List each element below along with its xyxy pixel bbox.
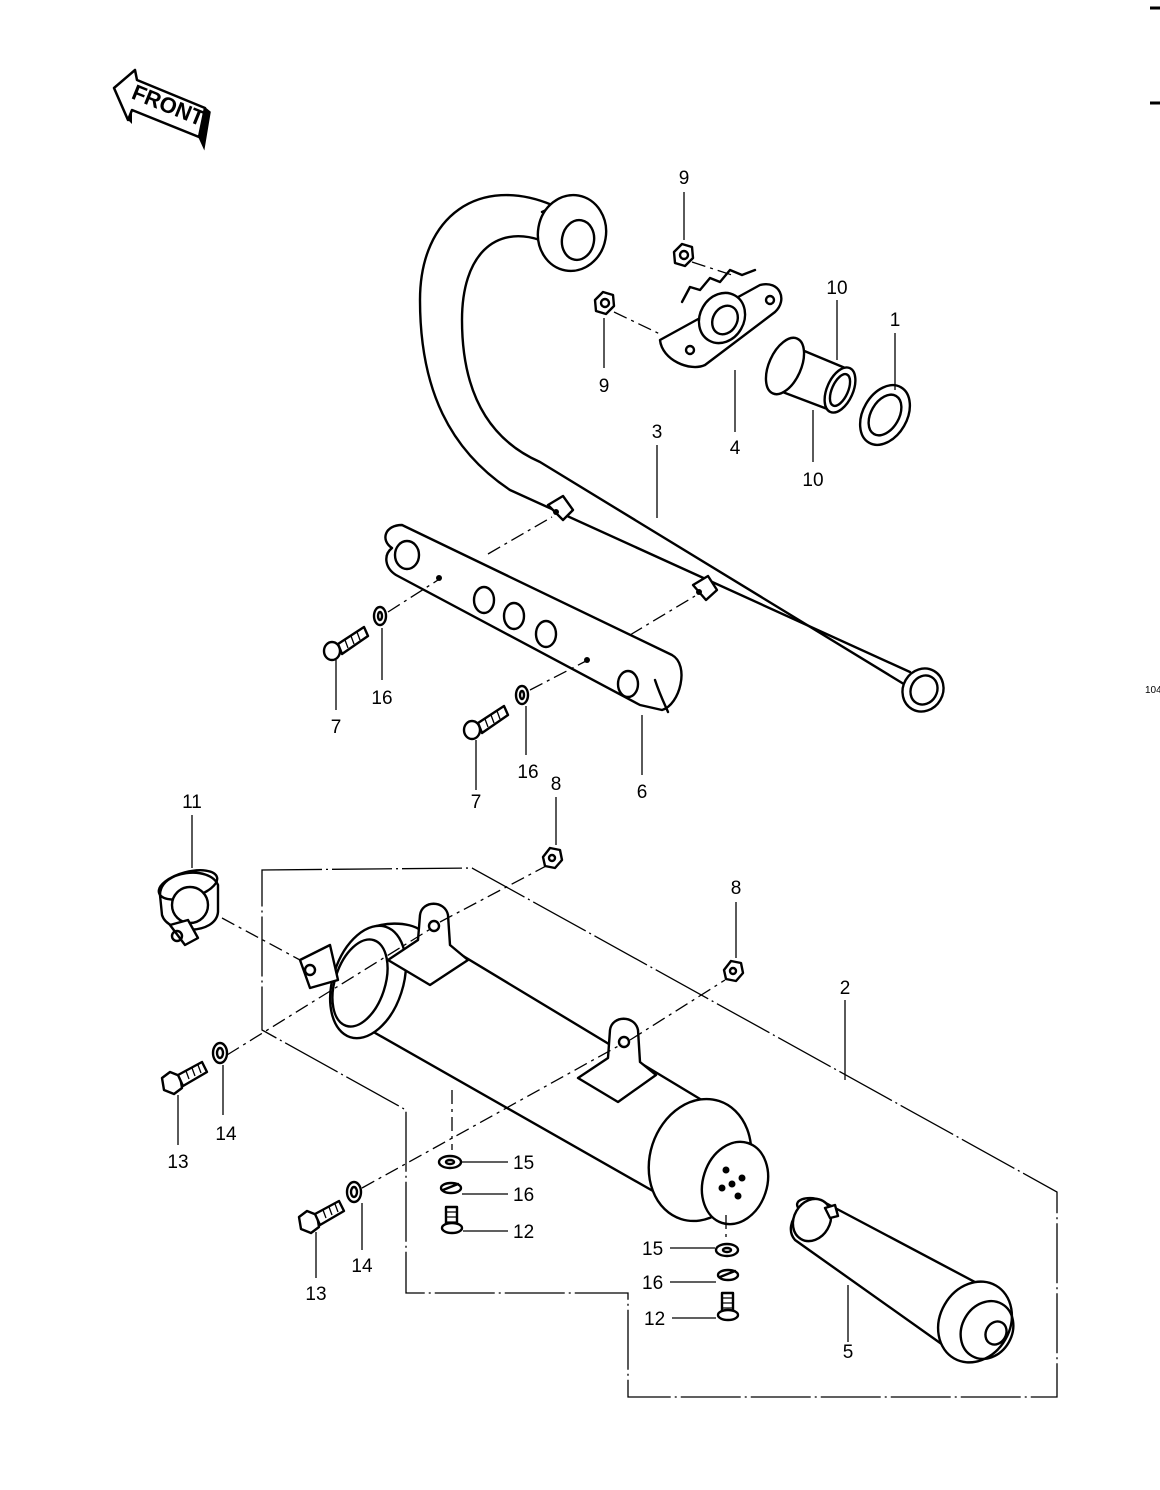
front-arrow-icon: FRONT bbox=[112, 68, 211, 151]
callout-10-upper: 10 bbox=[826, 278, 847, 299]
washer-14-lower bbox=[345, 1180, 363, 1204]
heat-guard bbox=[384, 523, 683, 714]
callout-4: 4 bbox=[730, 438, 741, 459]
washer-16-mid-right bbox=[716, 1268, 740, 1282]
nut-9-upper bbox=[672, 242, 695, 268]
callout-15-left: 15 bbox=[513, 1153, 534, 1174]
callout-9-upper: 9 bbox=[679, 168, 690, 189]
washer-16-right bbox=[514, 684, 530, 706]
callout-10-lower: 10 bbox=[802, 470, 823, 491]
bolt-13-lower bbox=[297, 1199, 346, 1235]
exhaust-gasket bbox=[858, 383, 912, 447]
callout-16-mid-left: 16 bbox=[513, 1185, 534, 1206]
muffler-clamp bbox=[157, 869, 220, 947]
exhaust-pipe bbox=[418, 193, 945, 713]
callout-8-upper: 8 bbox=[551, 774, 562, 795]
callout-15-right: 15 bbox=[642, 1239, 663, 1260]
bolt-13-upper bbox=[160, 1060, 209, 1096]
leader-lines bbox=[177, 192, 896, 1342]
callout-5: 5 bbox=[843, 1342, 854, 1363]
callout-1: 1 bbox=[890, 310, 901, 331]
callout-9-lower: 9 bbox=[599, 376, 610, 397]
edge-marks: 104 bbox=[1145, 6, 1160, 696]
nut-8-lower bbox=[722, 959, 745, 983]
callout-12-left: 12 bbox=[513, 1222, 534, 1243]
washer-15-left bbox=[437, 1154, 463, 1170]
muffler bbox=[298, 902, 770, 1226]
assembly-2-boundary bbox=[261, 867, 1058, 1398]
callout-11: 11 bbox=[182, 792, 202, 813]
callout-12-right: 12 bbox=[644, 1309, 665, 1330]
callout-16-upper-left: 16 bbox=[371, 688, 392, 709]
exhaust-collar bbox=[764, 336, 857, 414]
callout-7-left: 7 bbox=[331, 717, 342, 738]
callout-8-lower: 8 bbox=[731, 878, 742, 899]
callout-7-right: 7 bbox=[471, 792, 482, 813]
screw-12-right bbox=[716, 1291, 740, 1322]
callout-3: 3 bbox=[652, 422, 663, 443]
callouts: 9 9 4 10 10 1 3 6 7 16 7 16 8 8 2 11 13 … bbox=[167, 168, 900, 1363]
exhaust-flange bbox=[658, 268, 783, 369]
callout-14-lower: 14 bbox=[351, 1256, 373, 1277]
screw-7-right bbox=[462, 704, 510, 741]
nut-8-upper bbox=[541, 846, 564, 870]
nut-9-lower bbox=[593, 290, 616, 316]
washer-14-upper bbox=[211, 1041, 229, 1065]
callout-2: 2 bbox=[840, 978, 851, 999]
washer-16-mid-left bbox=[439, 1181, 463, 1195]
washer-16-left bbox=[372, 605, 388, 627]
screw-7-left bbox=[322, 625, 370, 662]
callout-13-upper: 13 bbox=[167, 1152, 188, 1173]
callout-16-upper-right: 16 bbox=[517, 762, 538, 783]
side-mark: 104 bbox=[1145, 685, 1160, 696]
callout-16-mid-right: 16 bbox=[642, 1273, 663, 1294]
callout-6: 6 bbox=[637, 782, 648, 803]
screw-12-left bbox=[440, 1205, 464, 1235]
callout-13-lower: 13 bbox=[305, 1284, 326, 1305]
baffle-tube bbox=[789, 1196, 1015, 1364]
washer-15-right bbox=[714, 1242, 740, 1258]
callout-14-upper: 14 bbox=[215, 1124, 237, 1145]
